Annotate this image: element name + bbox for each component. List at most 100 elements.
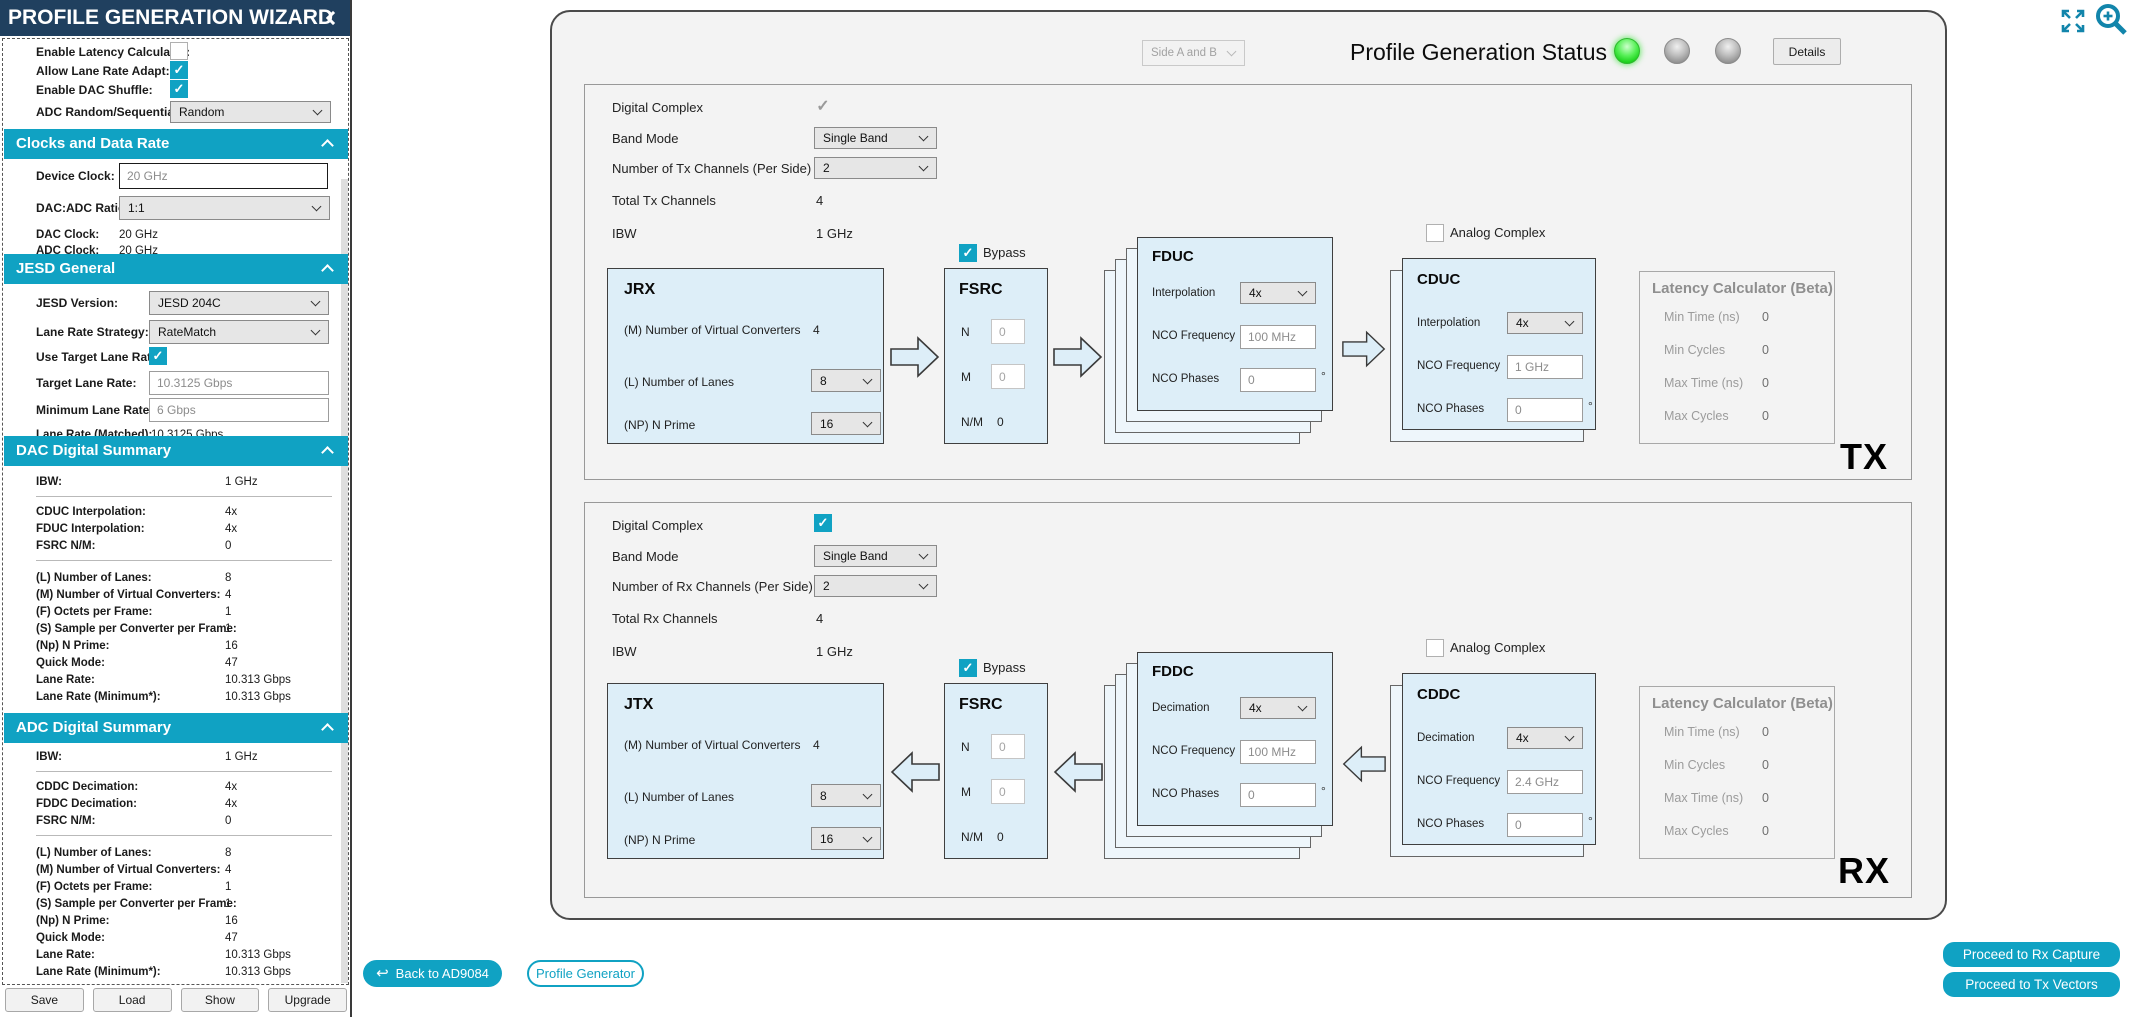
fduc-nco-phases-label: NCO Phases <box>1152 373 1220 385</box>
adc-random-sequential-label: ADC Random/Sequential: <box>36 105 182 119</box>
jtx-title: JTX <box>624 696 654 713</box>
profile-generator-tab[interactable]: Profile Generator <box>527 960 644 987</box>
cddc-card: CDDC Decimation 4x NCO Frequency 2.4 GHz… <box>1402 673 1596 845</box>
cddc-title: CDDC <box>1417 686 1461 703</box>
section-adc-digital-summary[interactable]: ADC Digital Summary <box>4 713 348 743</box>
cduc-nco-phases-label: NCO Phases <box>1417 403 1485 415</box>
latency-row-value: 0 <box>1762 409 1769 423</box>
sidebar-scrollbar[interactable] <box>341 179 348 983</box>
enable-latency-checkbox[interactable] <box>170 42 188 60</box>
dac-adc-ratio-select[interactable]: 1:1 <box>119 196 330 220</box>
jtx-np-select[interactable]: 16 <box>811 827 881 850</box>
minimum-lane-rate-input[interactable]: 6 Gbps <box>149 398 329 422</box>
device-clock-input[interactable]: 20 GHz <box>119 163 328 189</box>
target-lane-rate-input[interactable]: 10.3125 Gbps <box>149 371 329 395</box>
tx-fsrc-m-input[interactable]: 0 <box>991 364 1025 389</box>
zoom-in-magnifier-icon[interactable] <box>2092 1 2130 39</box>
fduc-nco-frequency-label: NCO Frequency <box>1152 330 1236 342</box>
summary-row: IBW:1 GHz <box>36 751 258 763</box>
back-arrow-icon: ↩ <box>376 965 389 982</box>
cduc-interpolation-select[interactable]: 4x <box>1507 312 1583 334</box>
tx-section <box>584 84 1912 480</box>
jtx-l-label: (L) Number of Lanes <box>624 790 735 804</box>
jesd-version-select[interactable]: JESD 204C <box>149 291 329 315</box>
rx-ibw-value: 1 GHz <box>816 644 853 659</box>
fddc-decimation-select[interactable]: 4x <box>1240 697 1316 719</box>
sidebar: PROFILE GENERATION WIZARD Enable Latency… <box>0 0 352 1017</box>
cddc-decimation-select[interactable]: 4x <box>1507 727 1583 749</box>
jrx-np-select[interactable]: 16 <box>811 412 881 435</box>
tx-channels-select[interactable]: 2 <box>814 157 937 179</box>
fddc-nco-phases-input[interactable]: 0 <box>1240 783 1316 807</box>
cddc-nco-frequency-input[interactable]: 2.4 GHz <box>1507 770 1583 794</box>
latency-row-value: 0 <box>1762 310 1769 324</box>
section-jesd-general[interactable]: JESD General <box>4 254 348 284</box>
jrx-box: JRX (M) Number of Virtual Converters 4 (… <box>607 268 884 444</box>
rx-fsrc-m-label: M <box>961 785 971 799</box>
use-target-lane-rate-checkbox[interactable] <box>149 347 167 365</box>
jtx-m-label: (M) Number of Virtual Converters <box>624 738 801 752</box>
section-dac-digital-summary[interactable]: DAC Digital Summary <box>4 436 348 466</box>
tx-latency-calculator: Latency Calculator (Beta) Min Time (ns)0… <box>1639 271 1835 444</box>
details-button[interactable]: Details <box>1773 38 1841 65</box>
status-led-gray-1 <box>1664 38 1690 64</box>
jrx-l-select[interactable]: 8 <box>811 369 881 392</box>
fddc-nco-phases-label: NCO Phases <box>1152 788 1220 800</box>
rx-channels-select[interactable]: 2 <box>814 575 937 597</box>
tx-fsrc-n-input[interactable]: 0 <box>991 319 1025 344</box>
fduc-title: FDUC <box>1152 248 1194 265</box>
cduc-nco-frequency-label: NCO Frequency <box>1417 360 1501 372</box>
fduc-interpolation-select[interactable]: 4x <box>1240 282 1316 304</box>
load-button[interactable]: Load <box>92 988 172 1012</box>
section-clocks-and-data-rate[interactable]: Clocks and Data Rate <box>4 129 348 159</box>
summary-row: Quick Mode:47 <box>36 932 238 944</box>
tx-band-mode-select[interactable]: Single Band <box>814 127 937 149</box>
save-button[interactable]: Save <box>5 988 84 1012</box>
jrx-title: JRX <box>624 281 656 298</box>
summary-row: Lane Rate (Minimum*):10.313 Gbps <box>36 691 291 703</box>
cduc-nco-phases-input[interactable]: 0 <box>1507 398 1583 422</box>
rx-fsrc-n-input[interactable]: 0 <box>991 734 1025 759</box>
jrx-m-value: 4 <box>813 323 820 337</box>
lane-rate-strategy-select[interactable]: RateMatch <box>149 320 329 344</box>
expand-fullscreen-icon[interactable] <box>2058 6 2088 36</box>
show-button[interactable]: Show <box>180 988 260 1012</box>
rx-band-mode-select[interactable]: Single Band <box>814 545 937 567</box>
summary-row: Lane Rate (Minimum*):10.313 Gbps <box>36 966 291 978</box>
upgrade-button[interactable]: Upgrade <box>268 988 347 1012</box>
divider <box>36 496 332 497</box>
tx-digital-complex-checkbox[interactable] <box>814 97 832 115</box>
tx-fsrc-n-label: N <box>961 325 970 339</box>
target-lane-rate-label: Target Lane Rate: <box>36 376 137 390</box>
lane-rate-strategy-label: Lane Rate Strategy: <box>36 325 149 339</box>
jtx-l-select[interactable]: 8 <box>811 784 881 807</box>
adc-random-sequential-select[interactable]: Random <box>170 101 331 123</box>
tx-fsrc-bypass-checkbox[interactable] <box>959 244 977 262</box>
rx-fsrc-m-input[interactable]: 0 <box>991 779 1025 804</box>
fduc-nco-frequency-input[interactable]: 100 MHz <box>1240 325 1316 349</box>
fddc-nco-frequency-input[interactable]: 100 MHz <box>1240 740 1316 764</box>
enable-dac-shuffle-checkbox[interactable] <box>170 80 188 98</box>
rx-band-mode-label: Band Mode <box>612 549 679 564</box>
summary-row: FSRC N/M:0 <box>36 540 232 552</box>
cddc-nco-phases-input[interactable]: 0 <box>1507 813 1583 837</box>
jtx-np-label: (NP) N Prime <box>624 833 696 847</box>
latency-row-label: Min Cycles <box>1664 758 1726 772</box>
cduc-nco-frequency-input[interactable]: 1 GHz <box>1507 355 1583 379</box>
tx-band-mode-label: Band Mode <box>612 131 679 146</box>
latency-row-value: 0 <box>1762 791 1769 805</box>
tx-analog-complex-checkbox[interactable] <box>1426 224 1444 242</box>
profile-generation-status-label: Profile Generation Status <box>1350 39 1607 65</box>
rx-fsrc-bypass-checkbox[interactable] <box>959 659 977 677</box>
fduc-nco-phases-input[interactable]: 0 <box>1240 368 1316 392</box>
allow-lane-rate-adapt-checkbox[interactable] <box>170 61 188 79</box>
back-to-ad9084-button[interactable]: ↩ Back to AD9084 <box>363 960 502 987</box>
rx-digital-complex-checkbox[interactable] <box>814 514 832 532</box>
summary-row: (F) Octets per Frame:1 <box>36 881 232 893</box>
side-select[interactable]: Side A and B <box>1142 40 1245 66</box>
proceed-to-tx-vectors-button[interactable]: Proceed to Tx Vectors <box>1943 972 2120 997</box>
rx-analog-complex-checkbox[interactable] <box>1426 639 1444 657</box>
tx-analog-complex-label: Analog Complex <box>1450 225 1546 240</box>
status-led-gray-2 <box>1715 38 1741 64</box>
proceed-to-rx-capture-button[interactable]: Proceed to Rx Capture <box>1943 942 2120 967</box>
